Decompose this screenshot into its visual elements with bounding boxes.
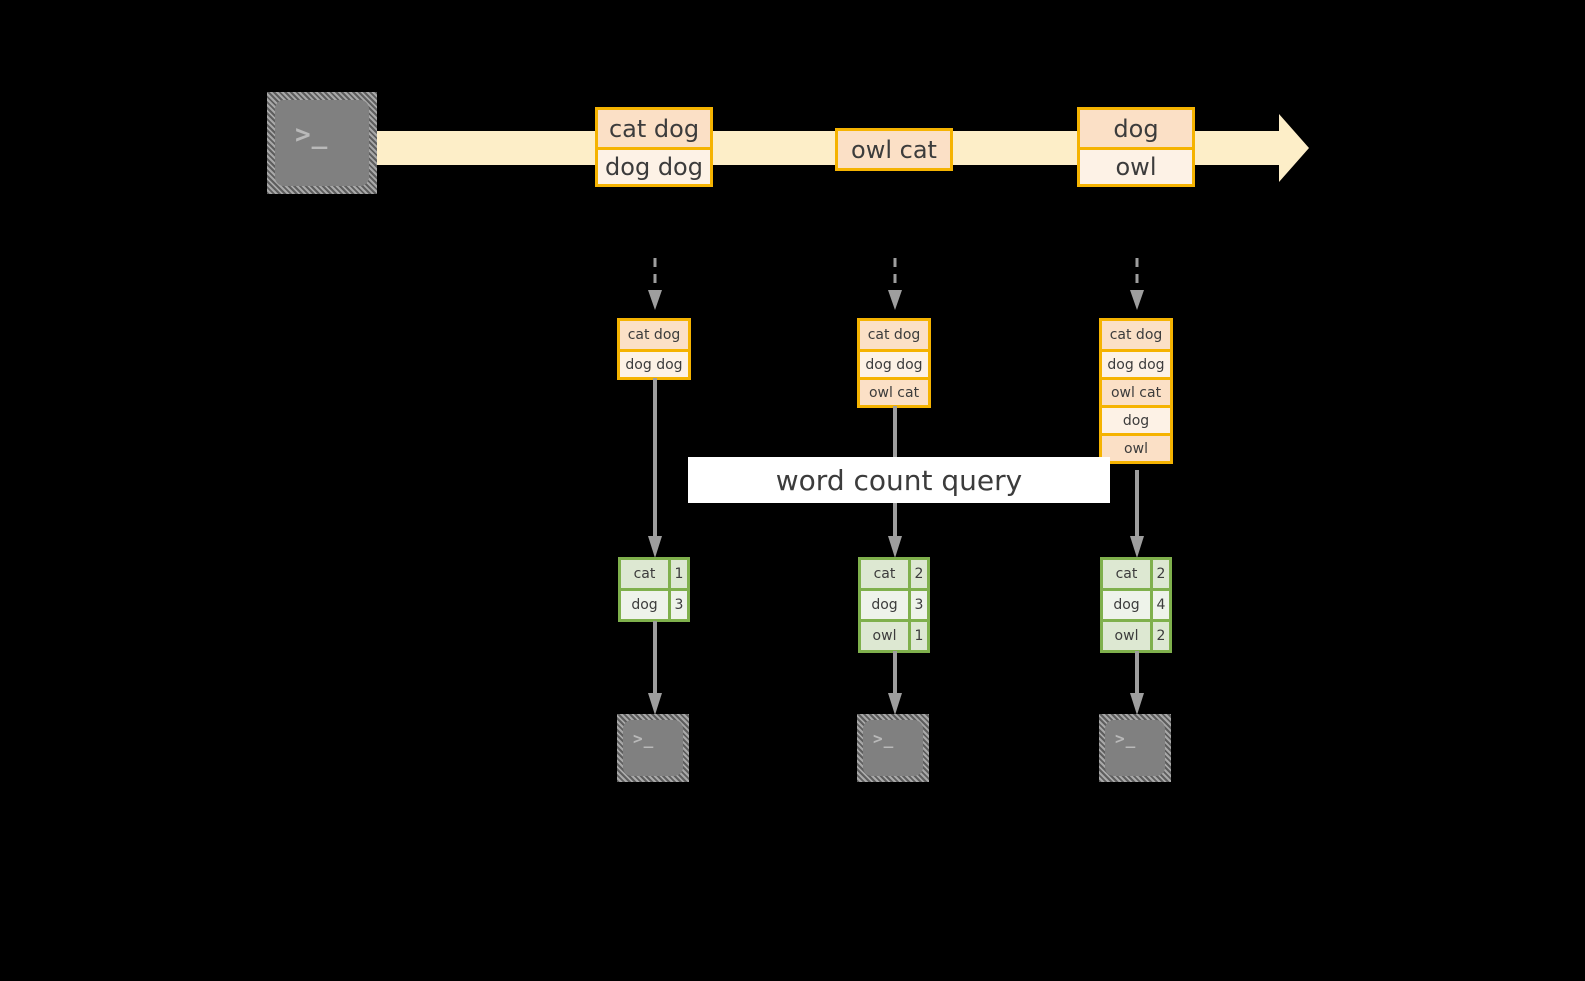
result-count: 1 — [908, 622, 927, 650]
terminal-prompt-glyph: >_ — [633, 729, 655, 748]
result-word: cat — [1103, 560, 1150, 588]
result-word: dog — [861, 591, 908, 619]
result-word: owl — [1103, 622, 1150, 650]
terminal-prompt-glyph: >_ — [1115, 729, 1137, 748]
result-table: cat 1 dog 3 — [618, 557, 690, 622]
sink-terminal-icon: >_ — [857, 714, 929, 782]
snapshot-line: owl cat — [1102, 377, 1170, 405]
snapshot-line: cat dog — [860, 321, 928, 349]
result-count: 3 — [908, 591, 927, 619]
table-row: dog 4 — [1103, 588, 1169, 619]
table-row: cat 2 — [861, 560, 927, 588]
terminal-prompt-glyph: >_ — [873, 729, 895, 748]
terminal-body — [275, 100, 369, 186]
result-word: dog — [1103, 591, 1150, 619]
table-row: cat 1 — [621, 560, 687, 588]
right-arrow-icon — [1243, 114, 1309, 182]
record-line: dog dog — [598, 147, 710, 184]
sink-terminal-icon: >_ — [1099, 714, 1171, 782]
result-word: cat — [621, 560, 668, 588]
record-line: cat dog — [598, 110, 710, 147]
record-line: dog — [1080, 110, 1192, 147]
sink-connector — [888, 651, 902, 717]
table-row: cat 2 — [1103, 560, 1169, 588]
snapshot-line: dog — [1102, 405, 1170, 433]
snapshot-line: cat dog — [620, 321, 688, 349]
terminal-body — [623, 720, 683, 776]
record-line: owl — [1080, 147, 1192, 184]
snapshot-line: cat dog — [1102, 321, 1170, 349]
sink-connector — [648, 621, 662, 717]
sink-terminal-icon: >_ — [617, 714, 689, 782]
result-table: cat 2 dog 3 owl 1 — [858, 557, 930, 653]
snapshot-line: dog dog — [1102, 349, 1170, 377]
source-terminal-icon: >_ — [267, 92, 377, 194]
terminal-prompt-glyph: >_ — [295, 120, 329, 150]
snapshot-table: cat dog dog dog — [617, 318, 691, 380]
snapshot-line: owl cat — [860, 377, 928, 405]
query-banner: word count query — [688, 457, 1110, 503]
result-count: 4 — [1150, 591, 1169, 619]
dashed-connector — [1130, 258, 1144, 314]
snapshot-table: cat dog dog dog owl cat — [857, 318, 931, 408]
terminal-body — [863, 720, 923, 776]
result-word: dog — [621, 591, 668, 619]
query-connector — [1130, 470, 1144, 560]
snapshot-line: dog dog — [860, 349, 928, 377]
result-word: cat — [861, 560, 908, 588]
table-row: owl 2 — [1103, 619, 1169, 650]
query-label: word count query — [775, 463, 1023, 497]
dashed-connector — [648, 258, 662, 314]
terminal-body — [1105, 720, 1165, 776]
result-table: cat 2 dog 4 owl 2 — [1100, 557, 1172, 653]
stream-record: dog owl — [1077, 107, 1195, 187]
table-row: dog 3 — [861, 588, 927, 619]
stream-record: cat dog dog dog — [595, 107, 713, 187]
snapshot-table: cat dog dog dog owl cat dog owl — [1099, 318, 1173, 464]
stream-record: owl cat — [835, 128, 953, 171]
snapshot-line: dog dog — [620, 349, 688, 377]
result-word: owl — [861, 622, 908, 650]
record-line: owl cat — [838, 131, 950, 168]
query-connector — [648, 378, 662, 560]
result-count: 1 — [668, 560, 687, 588]
sink-connector — [1130, 651, 1144, 717]
table-row: dog 3 — [621, 588, 687, 619]
result-count: 2 — [908, 560, 927, 588]
dashed-connector — [888, 258, 902, 314]
result-count: 2 — [1150, 622, 1169, 650]
snapshot-line: owl — [1102, 433, 1170, 461]
result-count: 2 — [1150, 560, 1169, 588]
result-count: 3 — [668, 591, 687, 619]
table-row: owl 1 — [861, 619, 927, 650]
